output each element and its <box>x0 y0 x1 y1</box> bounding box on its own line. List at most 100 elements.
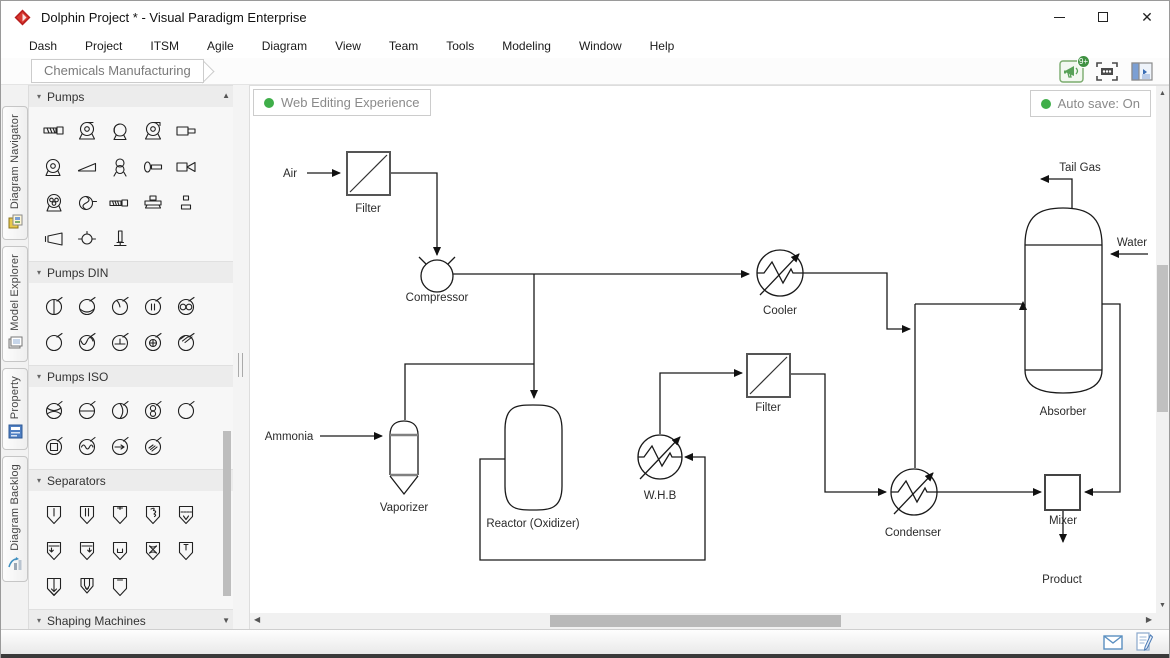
message-icon[interactable] <box>1103 634 1123 650</box>
piston-pump-din-icon[interactable] <box>136 289 169 325</box>
vertical-scrollbar-thumb[interactable] <box>1157 265 1168 412</box>
menu-item-modeling[interactable]: Modeling <box>502 38 551 53</box>
node-vaporizer[interactable] <box>389 420 419 496</box>
panel-splitter[interactable] <box>233 85 249 629</box>
ejector-iso-icon[interactable] <box>103 429 136 465</box>
palette-section-pumps[interactable]: ▾Pumps <box>29 85 233 107</box>
scroll-right-icon[interactable]: ▶ <box>1145 615 1152 624</box>
diagram-canvas[interactable]: Web Editing Experience Auto save: On <box>249 85 1169 629</box>
centrifugal-blower-icon[interactable] <box>136 113 169 149</box>
menu-item-itsm[interactable]: ITSM <box>150 38 180 53</box>
menu-item-dash[interactable]: Dash <box>29 38 58 53</box>
sidebar-tab-property[interactable]: Property <box>2 367 28 451</box>
pump-iso-plain-icon[interactable] <box>169 393 202 429</box>
vacuum-pump-din-icon[interactable] <box>70 289 103 325</box>
palette-scrollbar-thumb[interactable] <box>223 431 231 596</box>
separator-cyclone-icon[interactable] <box>136 533 169 569</box>
separator-spray-right-icon[interactable] <box>70 533 103 569</box>
horizontal-scrollbar-thumb[interactable] <box>550 615 841 627</box>
menu-item-diagram[interactable]: Diagram <box>261 38 308 53</box>
menu-item-view[interactable]: View <box>335 38 361 53</box>
separator-spray-left-icon[interactable] <box>37 533 70 569</box>
node-whb[interactable] <box>637 434 683 480</box>
reciprocating-pump-din-icon[interactable] <box>103 325 136 361</box>
maximize-button[interactable] <box>1081 1 1125 33</box>
breadcrumb[interactable]: Chemicals Manufacturing <box>31 58 215 84</box>
menu-item-tools[interactable]: Tools <box>446 38 475 53</box>
separator-filter-icon[interactable] <box>169 533 202 569</box>
pump-din-plain-icon[interactable] <box>37 325 70 361</box>
palette-section-pumps-iso[interactable]: ▾Pumps ISO <box>29 365 233 387</box>
separator-basic-icon[interactable] <box>37 497 70 533</box>
volute-pump-icon[interactable] <box>37 149 70 185</box>
axial-pump-icon[interactable] <box>70 221 103 257</box>
rotary-pump-icon[interactable] <box>103 113 136 149</box>
scroll-left-icon[interactable]: ◀ <box>254 615 261 624</box>
node-compressor[interactable] <box>418 256 456 293</box>
piston-pump-iso-icon[interactable] <box>37 429 70 465</box>
menu-item-team[interactable]: Team <box>388 38 419 53</box>
auto-save-badge[interactable]: Auto save: On <box>1029 90 1151 117</box>
screw-pump-din-icon[interactable] <box>169 325 202 361</box>
palette-section-pumps-din[interactable]: ▾Pumps DIN <box>29 261 233 283</box>
double-acting-pump-iso-icon[interactable] <box>37 393 70 429</box>
flow-filter-to-condenser[interactable] <box>790 373 887 496</box>
close-button[interactable]: ✕ <box>1125 1 1169 33</box>
palette-section-shaping-machines[interactable]: ▾Shaping Machines <box>29 609 233 629</box>
tank-pump-icon[interactable] <box>136 185 169 221</box>
fit-to-window-icon[interactable] <box>1094 59 1120 83</box>
flow-cooler-out[interactable] <box>803 272 911 333</box>
piston-pump-icon[interactable] <box>169 113 202 149</box>
menu-item-window[interactable]: Window <box>578 38 622 53</box>
dosing-pump-icon[interactable] <box>169 185 202 221</box>
screw-compressor-icon[interactable] <box>103 185 136 221</box>
separator-cup-icon[interactable] <box>103 533 136 569</box>
node-absorber[interactable] <box>1024 207 1103 394</box>
centrifugal-pump-iso-icon[interactable] <box>70 393 103 429</box>
pump-din-basic-icon[interactable] <box>37 289 70 325</box>
gear-pump-din-icon[interactable] <box>169 289 202 325</box>
node-filter-1[interactable] <box>346 151 391 196</box>
node-mixer[interactable] <box>1044 474 1081 511</box>
ejector-icon[interactable] <box>169 149 202 185</box>
centrifugal-pump-din-icon[interactable] <box>103 289 136 325</box>
diaphragm-pump-din-icon[interactable] <box>70 325 103 361</box>
sidebar-tab-diagram-navigator[interactable]: Diagram Navigator <box>2 106 28 241</box>
rotary-pump-iso-icon[interactable] <box>103 393 136 429</box>
scroll-up-icon[interactable]: ▲ <box>1159 90 1166 97</box>
horn-blower-icon[interactable] <box>37 221 70 257</box>
vertical-scrollbar[interactable]: ▲ ▼ <box>1156 86 1169 613</box>
separator-trident-icon[interactable] <box>70 569 103 605</box>
diaphragm-pump-iso-icon[interactable] <box>70 429 103 465</box>
flow-absorber-to-mixer[interactable] <box>1084 303 1121 496</box>
flow-vaporizer-branch[interactable] <box>404 363 534 420</box>
flow-filter-to-compressor[interactable] <box>390 172 441 256</box>
sidebar-tab-model-explorer[interactable]: Model Explorer <box>2 246 28 362</box>
separator-double-icon[interactable] <box>70 497 103 533</box>
rotary-pump-din-icon[interactable] <box>136 325 169 361</box>
node-condenser[interactable] <box>890 468 938 516</box>
panel-layout-icon[interactable] <box>1129 59 1155 83</box>
separator-coil-icon[interactable] <box>136 497 169 533</box>
edit-log-icon[interactable] <box>1136 632 1153 652</box>
centrifugal-pump-icon[interactable] <box>70 113 103 149</box>
flow-tail-gas[interactable] <box>1040 175 1073 208</box>
menu-item-agile[interactable]: Agile <box>207 38 234 53</box>
flow-whb-to-filter[interactable] <box>659 369 743 434</box>
announcements-megaphone-icon[interactable]: 9+ <box>1059 55 1090 83</box>
minimize-button[interactable] <box>1037 1 1081 33</box>
triple-lobe-pump-icon[interactable] <box>37 185 70 221</box>
vertical-pump-icon[interactable] <box>103 221 136 257</box>
gear-pump-icon[interactable] <box>103 149 136 185</box>
node-filter-2[interactable] <box>746 353 791 398</box>
screw-pump-icon[interactable] <box>37 113 70 149</box>
separator-vent-icon[interactable] <box>103 497 136 533</box>
menu-item-project[interactable]: Project <box>85 38 123 53</box>
palette-section-separators[interactable]: ▾Separators <box>29 469 233 491</box>
gear-pump-iso-icon[interactable] <box>136 393 169 429</box>
palette-scroll-up-icon[interactable]: ▲ <box>222 91 230 100</box>
menu-item-help[interactable]: Help <box>649 38 675 53</box>
palette-scroll-down-icon[interactable]: ▼ <box>222 616 230 625</box>
node-cooler[interactable] <box>756 249 804 297</box>
screw-pump-iso-icon[interactable] <box>136 429 169 465</box>
